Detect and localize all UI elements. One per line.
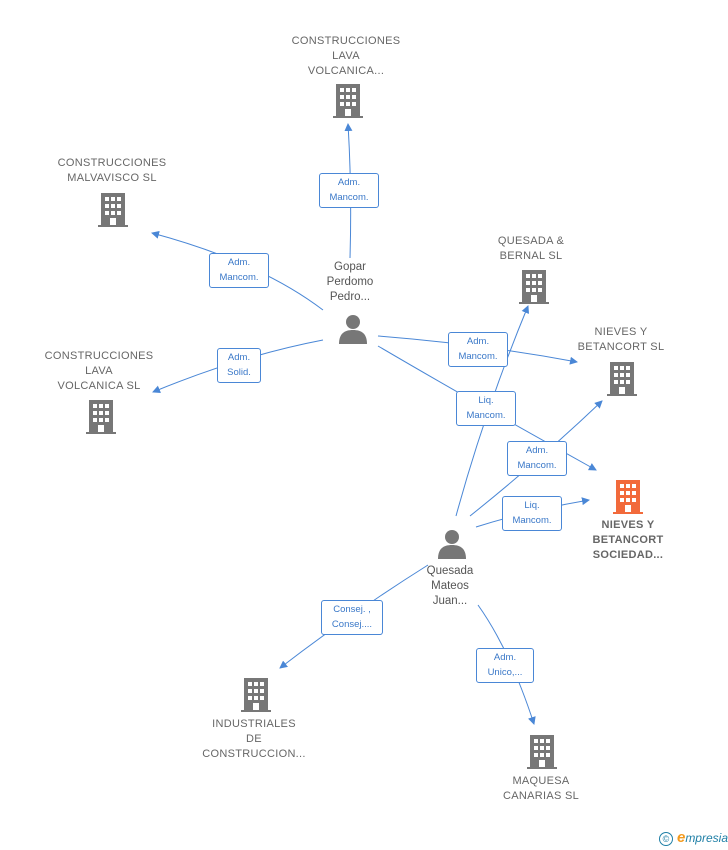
building-highlight-icon [613,480,643,514]
edge-label[interactable]: Adm.Mancom. [319,173,379,208]
edge-label[interactable]: Liq.Mancom. [456,391,516,426]
company-label: QUESADA &BERNAL SL [497,235,565,262]
edge-label[interactable]: Adm.Unico,... [476,648,534,683]
brand-logo-e: e [676,829,686,846]
building-icon [86,400,116,434]
building-icon [333,84,363,118]
person-icon [339,315,367,344]
edge-label[interactable]: Adm.Mancom. [209,253,269,288]
edge-label[interactable]: Adm.Mancom. [448,332,508,367]
edge-label[interactable]: Consej. ,Consej.... [321,600,383,635]
building-icon [527,735,557,769]
building-icon [607,362,637,396]
building-icon [241,678,271,712]
brand-logo-text: mpresia [685,831,728,845]
edge-label[interactable]: Liq.Mancom. [502,496,562,531]
building-icon [98,193,128,227]
footer-brand: ©empresia [658,829,728,846]
building-icon [519,270,549,304]
copyright-icon: © [658,831,673,846]
edge-label[interactable]: Adm.Mancom. [507,441,567,476]
edge-label[interactable]: Adm.Solid. [217,348,261,383]
company-node[interactable]: QUESADA &BERNAL SL [466,234,596,264]
person-icon [438,530,466,559]
